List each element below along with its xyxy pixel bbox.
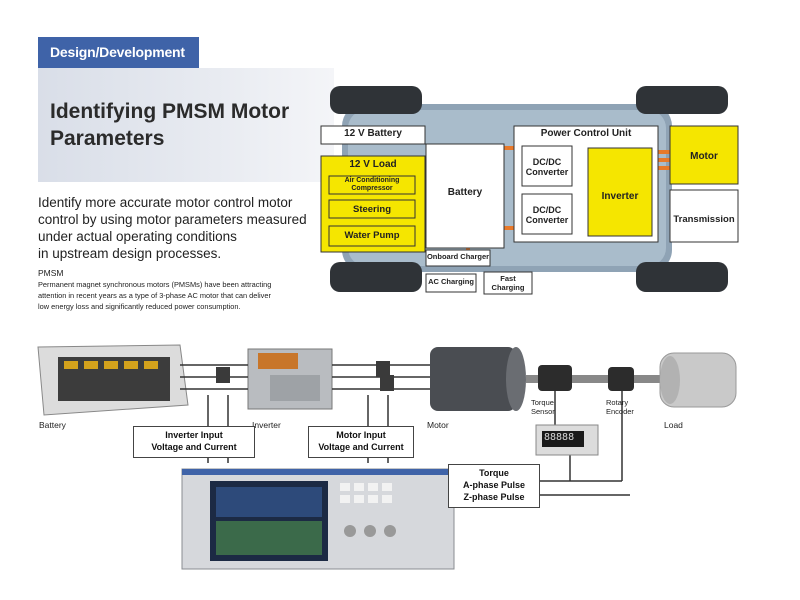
torque-meter-icon bbox=[535, 424, 599, 456]
dcdc-1-line-2: Converter bbox=[525, 167, 569, 177]
torque-sensor-label: Torque Sensor bbox=[531, 398, 555, 416]
page-title: Identifying PMSM Motor Parameters bbox=[50, 98, 330, 152]
motor-input-line-2: Voltage and Current bbox=[318, 442, 404, 452]
inverter-input-box: Inverter Input Voltage and Current bbox=[133, 426, 255, 458]
torque-sensor-line-2: Sensor bbox=[531, 407, 555, 416]
setup-motor-label: Motor bbox=[427, 420, 449, 430]
transmission-label: Transmission bbox=[673, 214, 735, 225]
aircon-label: Air Conditioning Compressor bbox=[329, 177, 415, 193]
torque-sensor-icon bbox=[538, 365, 608, 391]
intro-line-3: under actual operating conditions bbox=[38, 229, 237, 244]
pmsm-heading: PMSM bbox=[38, 268, 64, 278]
pmsm-line-2: attention in recent years as a type of 3… bbox=[38, 291, 271, 300]
setup-inverter-label: Inverter bbox=[252, 420, 281, 430]
setup-load-label: Load bbox=[664, 420, 683, 430]
power-analyzer-icon bbox=[181, 468, 455, 570]
section-tag: Design/Development bbox=[38, 37, 199, 68]
motor-icon bbox=[430, 347, 540, 411]
dcdc-1-line-1: DC/DC bbox=[532, 157, 562, 167]
intro-line-2: control by using motor parameters measur… bbox=[38, 212, 307, 227]
dcdc-2-line-2: Converter bbox=[525, 215, 569, 225]
rotary-encoder-line-2: Encoder bbox=[606, 407, 634, 416]
rotary-encoder-icon bbox=[608, 367, 662, 391]
fast-line-1: Fast bbox=[500, 274, 516, 283]
test-setup-diagram bbox=[37, 344, 737, 570]
torque-line-2: A-phase Pulse bbox=[462, 480, 526, 490]
battery-12v-label: 12 V Battery bbox=[344, 128, 402, 139]
motor-input-line-1: Motor Input bbox=[336, 430, 386, 440]
wheel-icon bbox=[330, 86, 728, 292]
load-icon bbox=[659, 352, 737, 408]
onboard-charger-label: Onboard Charger bbox=[426, 252, 490, 261]
motor-input-box: Motor Input Voltage and Current bbox=[308, 426, 414, 458]
pmsm-line-3: low energy loss and significantly reduce… bbox=[38, 302, 241, 311]
water-pump-label: Water Pump bbox=[344, 230, 400, 241]
title-line-2: Parameters bbox=[50, 127, 165, 150]
motor-label: Motor bbox=[690, 151, 718, 162]
pmsm-line-1: Permanent magnet synchronous motors (PMS… bbox=[38, 280, 272, 289]
battery-label: Battery bbox=[447, 187, 483, 198]
dcdc-2-label: DC/DC Converter bbox=[522, 205, 572, 225]
pcu-label: Power Control Unit bbox=[540, 128, 632, 139]
dcdc-1-label: DC/DC Converter bbox=[522, 157, 572, 177]
torque-line-1: Torque bbox=[479, 468, 509, 478]
pmsm-text: Permanent magnet synchronous motors (PMS… bbox=[38, 279, 338, 312]
inverter-input-line-1: Inverter Input bbox=[165, 430, 223, 440]
aircon-line-1: Air Conditioning bbox=[344, 177, 400, 184]
dcdc-2-line-1: DC/DC bbox=[532, 205, 562, 215]
intro-line-1: Identify more accurate motor control mot… bbox=[38, 195, 293, 210]
vehicle-diagram bbox=[320, 86, 739, 295]
inverter-input-line-2: Voltage and Current bbox=[151, 442, 237, 452]
torque-line-3: Z-phase Pulse bbox=[463, 492, 525, 502]
intro-text: Identify more accurate motor control mot… bbox=[38, 194, 330, 262]
ac-charging-label: AC Charging bbox=[428, 277, 474, 286]
title-band bbox=[38, 68, 334, 182]
rotary-encoder-label: Rotary Encoder bbox=[606, 398, 634, 416]
fast-charging-label: Fast Charging bbox=[484, 274, 532, 292]
setup-battery-label: Battery bbox=[39, 420, 66, 430]
inverter-icon bbox=[247, 348, 333, 410]
torque-sensor-line-1: Torque bbox=[531, 398, 554, 407]
rotary-encoder-line-1: Rotary bbox=[606, 398, 629, 407]
aircon-line-2: Compressor bbox=[351, 185, 393, 192]
fast-line-2: Charging bbox=[491, 283, 525, 292]
load-12v-label: 12 V Load bbox=[349, 159, 397, 170]
battery-pack-icon bbox=[37, 344, 189, 416]
intro-line-4: in upstream design processes. bbox=[38, 246, 222, 261]
steering-label: Steering bbox=[352, 204, 391, 215]
inverter-label: Inverter bbox=[601, 191, 639, 202]
current-clamp-icon bbox=[216, 361, 394, 391]
title-line-1: Identifying PMSM Motor bbox=[50, 100, 290, 123]
torque-pulse-box: Torque A-phase Pulse Z-phase Pulse bbox=[448, 464, 540, 508]
torque-meter-display: 88888 bbox=[544, 432, 575, 443]
